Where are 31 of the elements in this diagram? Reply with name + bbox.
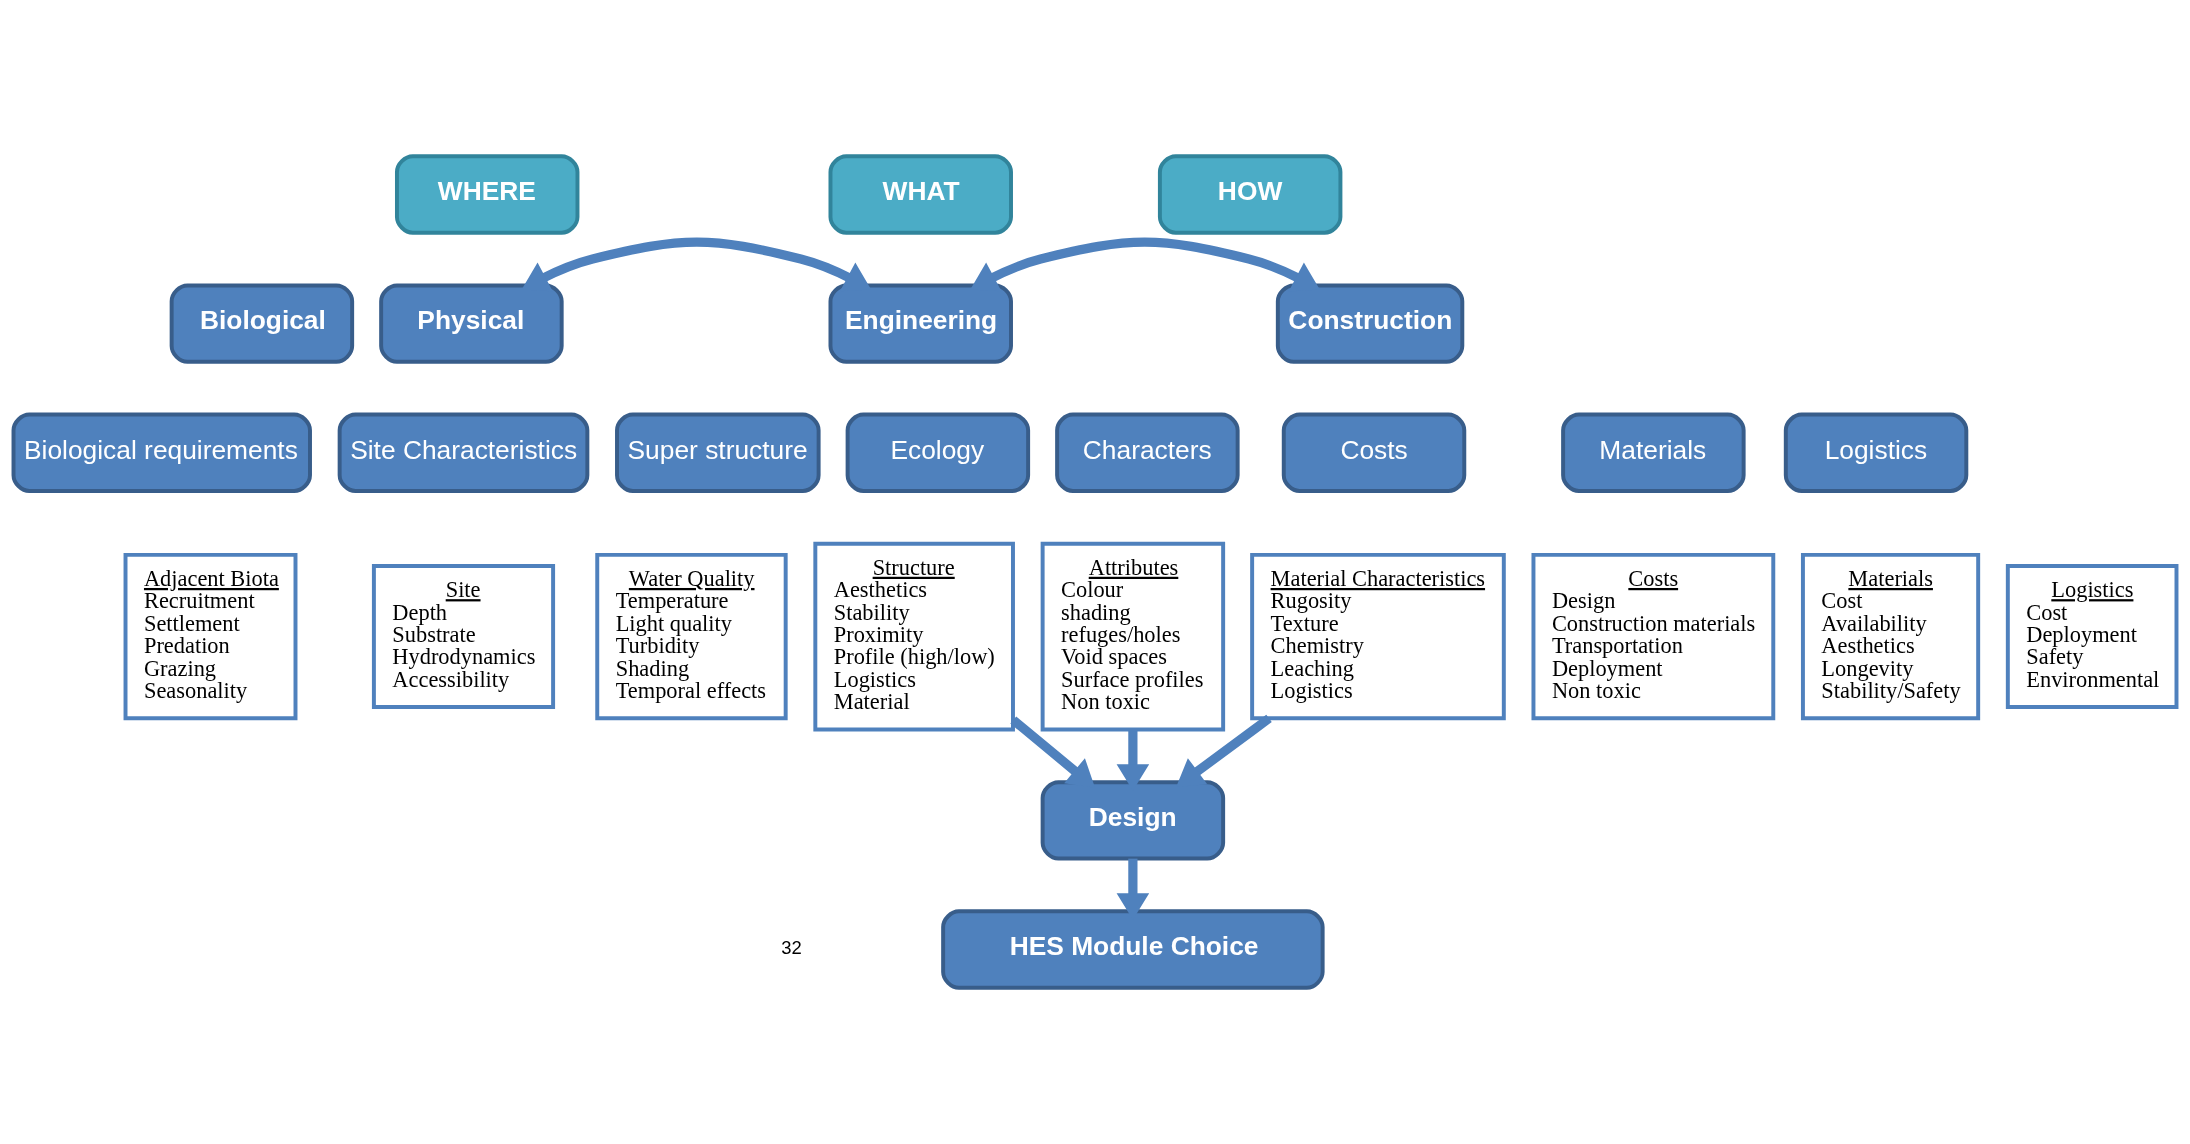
node-box: Biological bbox=[169, 283, 355, 364]
node-box: Materials bbox=[1561, 412, 1746, 493]
node-box: Construction bbox=[1275, 283, 1465, 364]
node-box: Engineering bbox=[828, 283, 1013, 364]
node-box: Logistics bbox=[1783, 412, 1969, 493]
node-box: Site Depth Substrate Hydrodynamics Accessibility bbox=[371, 564, 556, 710]
node-box: Structure Aesthetics Stability Proximity Profile (high/low) Logistics Material bbox=[813, 541, 1015, 732]
node-box: Materials Cost Availability Aesthetics Longevity Stability/Safety bbox=[1800, 552, 1981, 721]
node-box: Water Quality Temperature Light quality Turbidity Shading Temporal effects bbox=[595, 552, 788, 721]
node-box: HOW bbox=[1157, 154, 1343, 235]
arrow bbox=[1176, 714, 1272, 788]
node-box: Logistics Cost Deployment Safety Environmental bbox=[2005, 564, 2179, 710]
node-box: Ecology bbox=[845, 412, 1031, 493]
node-box: Adjacent Biota Recruitment Settlement Predation Grazing Seasonality bbox=[123, 552, 298, 721]
node-box: Physical bbox=[379, 283, 564, 364]
arrow bbox=[970, 237, 1320, 292]
node-box: WHERE bbox=[395, 154, 580, 235]
node-box: WHAT bbox=[828, 154, 1013, 235]
node-box: Super structure bbox=[615, 412, 821, 493]
node-box: Characters bbox=[1055, 412, 1240, 493]
label: 32 bbox=[781, 937, 802, 959]
node-box: Costs Design Construction materials Transportation Deployment Non toxic bbox=[1531, 552, 1776, 721]
node-box: Material Characteristics Rugosity Texture Chemistry Leaching Logistics bbox=[1250, 552, 1506, 721]
arrow bbox=[521, 237, 872, 292]
arrow bbox=[1010, 716, 1096, 788]
node-box: Biological requirements bbox=[11, 412, 312, 493]
node-box: Design bbox=[1040, 780, 1226, 861]
node-box: Costs bbox=[1281, 412, 1467, 493]
node-box: HES Module Choice bbox=[941, 909, 1325, 990]
node-box: Attributes Colour shading refuges/holes Void spaces Surface profiles Non toxic bbox=[1040, 541, 1226, 732]
node-box: Site Characteristics bbox=[337, 412, 590, 493]
